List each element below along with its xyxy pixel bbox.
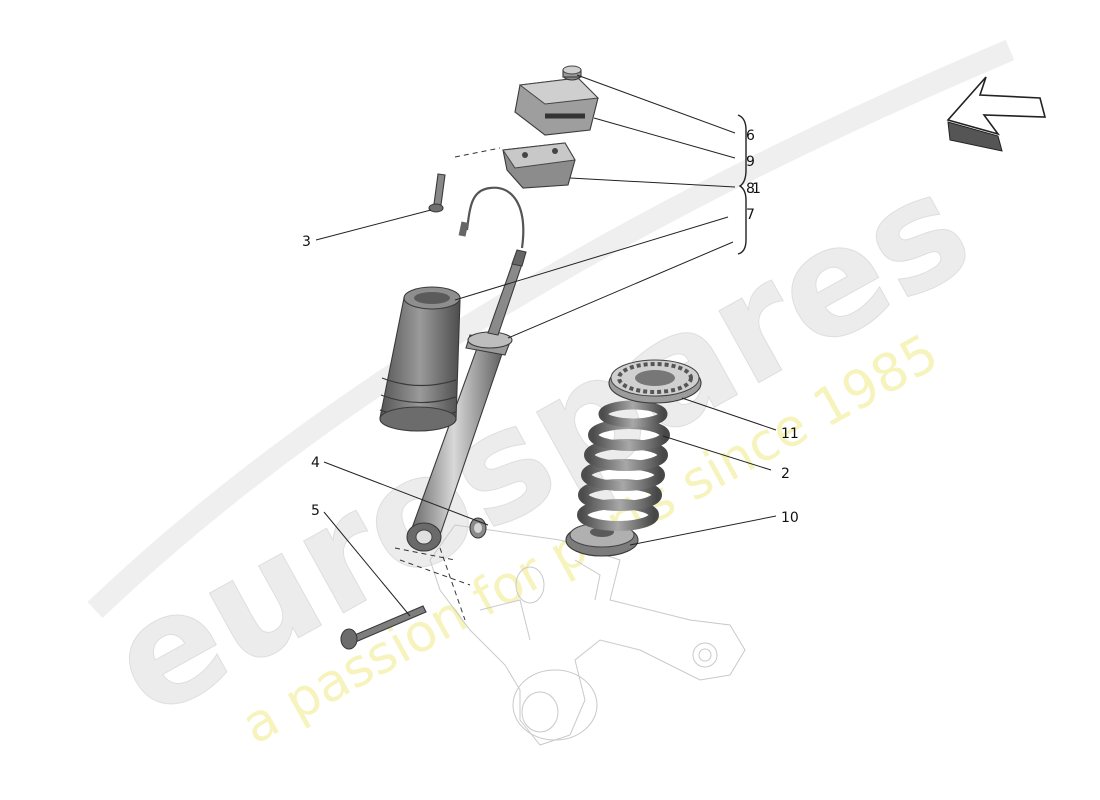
callout-7: 7 [746,207,755,223]
nut [562,65,582,81]
shock-absorber [406,249,527,552]
kit-bracket [737,114,747,255]
callout-1: 1 [752,181,761,197]
leader-lines [315,74,777,617]
lower-control-arm [429,524,746,746]
bolt [428,173,446,213]
watermark-swoosh [87,39,1015,618]
callout-10: 10 [781,510,799,526]
watermark-brand: eurospares [83,139,997,751]
arrow-icon [946,76,1047,152]
callout-5: 5 [311,503,320,519]
cable-connector [458,221,469,237]
callout-8: 8 [746,181,755,197]
mounting-alignment-lines [394,547,471,621]
upper-spring-pad [608,359,702,404]
lower-spring-seat [565,522,639,557]
callout-11: 11 [781,426,799,442]
bushing [469,517,487,539]
callout-2: 2 [781,466,790,482]
coil-spring [577,400,670,531]
top-mount [514,77,600,136]
dust-boot [379,286,461,432]
mount-plate [502,142,576,189]
callout-6: 6 [746,128,755,144]
bolt-alignment-line [454,147,501,158]
callout-9: 9 [746,154,755,170]
sensor-cable [465,186,525,249]
callout-4: 4 [311,455,320,471]
long-bolt [340,605,427,650]
callout-3: 3 [302,234,311,250]
